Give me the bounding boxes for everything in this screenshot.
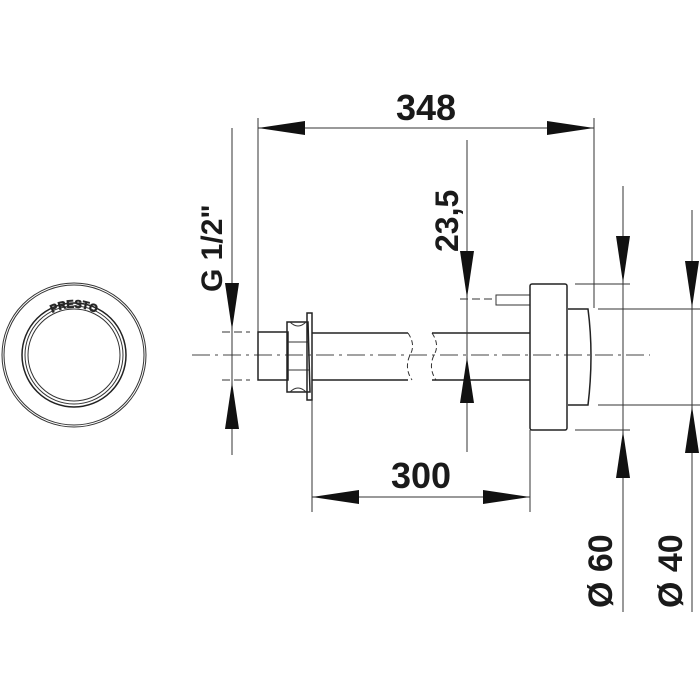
offset-label: 23,5 (429, 190, 465, 252)
thread-label: G 1/2" (196, 204, 229, 292)
thread-dimension: G 1/2" (196, 128, 250, 455)
flange-diameter-label: Ø 60 (582, 534, 620, 608)
cap-diameter-dimension: Ø 40 (598, 210, 700, 612)
pipe-length-label: 300 (391, 455, 451, 496)
valve-body (257, 118, 592, 512)
flange-diameter-dimension: Ø 60 (575, 186, 630, 612)
front-view-ring: PRESTO (1, 282, 147, 428)
brand-label: PRESTO (49, 299, 100, 316)
pipe-length-dimension: 300 (312, 455, 530, 504)
overall-length-dimension: 348 (258, 87, 595, 308)
overall-length-label: 348 (396, 87, 456, 128)
offset-dimension: 23,5 (429, 140, 494, 452)
cap-diameter-label: Ø 40 (652, 534, 690, 608)
